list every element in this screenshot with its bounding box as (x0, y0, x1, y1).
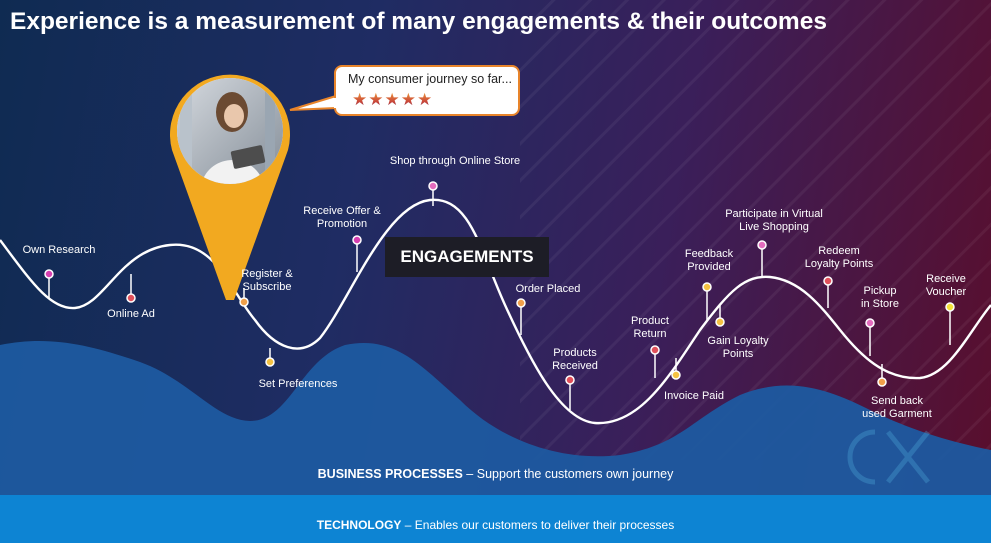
touchpoint-dot[interactable] (565, 375, 575, 385)
touchpoint-label: Register & Subscribe (241, 268, 293, 293)
touchpoint-label: Online Ad (107, 308, 155, 320)
business-processes-caption: BUSINESS PROCESSES – Support the custome… (0, 458, 991, 492)
business-processes-text: – Support the customers own journey (462, 467, 674, 481)
touchpoint-label: Shop through Online Store (389, 155, 521, 167)
touchpoint-markers (44, 181, 955, 410)
technology-heading: TECHNOLOGY (316, 518, 402, 532)
speech-bubble: My consumer journey so far... ★★★★★ (334, 65, 520, 116)
touchpoint-dot[interactable] (352, 235, 362, 245)
touchpoint-dot[interactable] (239, 297, 249, 307)
touchpoint-label: Participate in Virtual Live Shopping (725, 208, 823, 233)
touchpoint-label: Receive Voucher (925, 273, 967, 298)
touchpoint-label: Receive Offer & Promotion (303, 205, 381, 230)
page-title: Experience is a measurement of many enga… (10, 8, 827, 35)
star-rating: ★★★★★ (352, 90, 434, 109)
cx-watermark (847, 429, 930, 485)
touchpoint-label: Gain Loyalty Points (707, 335, 769, 360)
touchpoint-label: Redeem Loyalty Points (804, 245, 874, 270)
touchpoint-dot[interactable] (671, 370, 681, 380)
touchpoint-label: Set Preferences (258, 378, 338, 390)
business-wave (0, 341, 991, 495)
touchpoint-dot[interactable] (516, 298, 526, 308)
touchpoint-dot[interactable] (945, 302, 955, 312)
touchpoint-dot[interactable] (877, 377, 887, 387)
touchpoint-label: Pickup in Store (861, 285, 899, 310)
touchpoint-label: Send back used Garment (862, 395, 932, 420)
technology-bar: TECHNOLOGY – Enables our customers to de… (0, 495, 991, 543)
touchpoint-dot[interactable] (44, 269, 54, 279)
journey-curve (0, 198, 991, 425)
touchpoint-label: Product Return (631, 315, 669, 340)
touchpoint-dot[interactable] (757, 240, 767, 250)
technology-text: – Enables our customers to deliver their… (401, 518, 675, 532)
business-processes-heading: BUSINESS PROCESSES (317, 467, 463, 481)
touchpoint-label: Products Received (552, 347, 598, 372)
touchpoint-label: Feedback Provided (684, 248, 734, 273)
touchpoint-dot[interactable] (823, 276, 833, 286)
bubble-text: My consumer journey so far... (348, 72, 512, 86)
touchpoint-dot[interactable] (715, 317, 725, 327)
avatar (177, 78, 283, 184)
touchpoint-dot[interactable] (126, 293, 136, 303)
location-pin (170, 74, 290, 300)
touchpoint-dot[interactable] (428, 181, 438, 191)
touchpoint-dot[interactable] (702, 282, 712, 292)
touchpoint-dot[interactable] (865, 318, 875, 328)
engagements-label: ENGAGEMENTS (385, 237, 549, 277)
touchpoint-dot[interactable] (265, 357, 275, 367)
touchpoint-dot[interactable] (650, 345, 660, 355)
touchpoint-label: Own Research (22, 244, 96, 256)
touchpoint-label: Order Placed (515, 283, 581, 295)
bubble-tail-join (334, 98, 338, 108)
bubble-tail (289, 94, 337, 111)
touchpoint-label: Invoice Paid (664, 390, 724, 402)
